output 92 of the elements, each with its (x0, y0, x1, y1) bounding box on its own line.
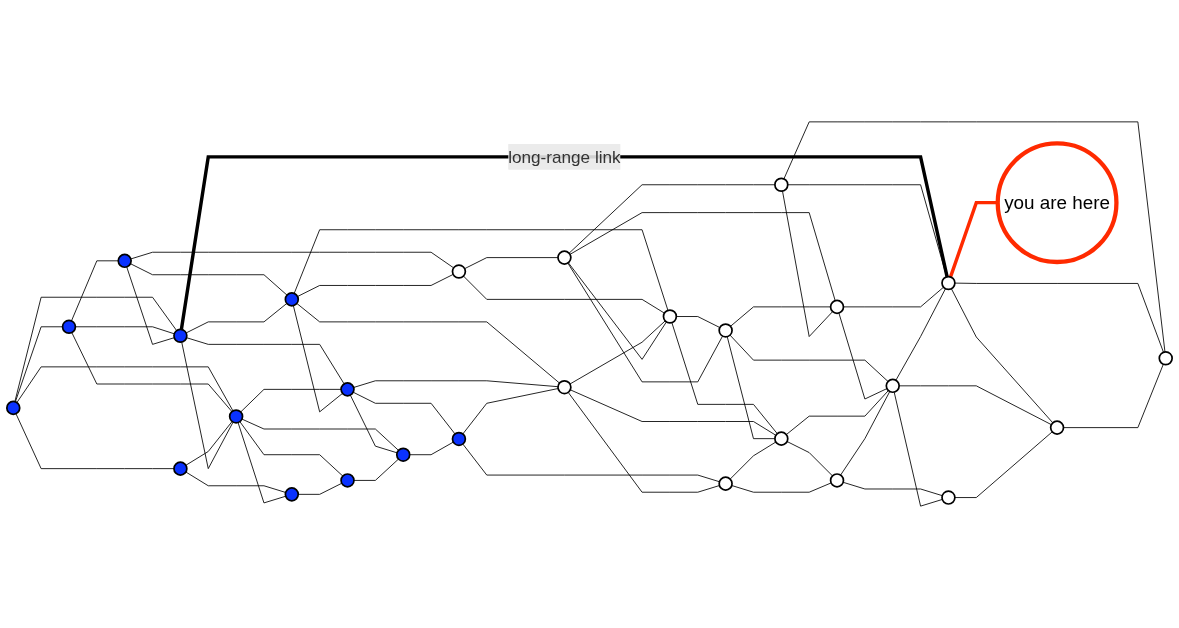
connector (130, 263, 288, 296)
connector (463, 275, 665, 314)
node-circle (117, 253, 132, 269)
connector (71, 260, 119, 322)
connector (240, 388, 342, 413)
connector (726, 336, 776, 440)
connector (950, 288, 1054, 424)
node-circle (662, 309, 678, 324)
connector (14, 296, 178, 403)
connector (237, 422, 287, 504)
connector (569, 389, 777, 436)
connector (409, 441, 454, 456)
node-circle (451, 431, 467, 447)
connector (1063, 363, 1164, 429)
connector (130, 251, 455, 269)
connector (462, 388, 559, 435)
connector (297, 482, 343, 495)
node-circle (718, 476, 733, 491)
connector (186, 337, 345, 385)
connector (782, 190, 834, 337)
node-circle (173, 328, 188, 344)
connector (954, 282, 1164, 353)
connector (75, 326, 175, 335)
connector (185, 421, 233, 466)
connector (729, 334, 889, 382)
connector (840, 391, 891, 476)
connector (296, 303, 560, 384)
node-circle (557, 250, 572, 265)
connector (16, 366, 234, 412)
node-circle (829, 299, 845, 315)
node-circle (173, 461, 188, 476)
connector (675, 316, 721, 328)
connector (783, 121, 1166, 353)
connector (297, 273, 454, 297)
node-circle (941, 490, 956, 505)
node-circle (774, 177, 789, 193)
node-circle (774, 431, 789, 446)
connector (567, 391, 720, 493)
connector (838, 312, 888, 400)
connector (786, 441, 833, 477)
node-circle (829, 473, 845, 488)
connector (729, 441, 777, 480)
node-circle (451, 264, 467, 279)
connector (353, 458, 399, 481)
connector (15, 413, 175, 470)
connector (126, 266, 175, 345)
connector (352, 391, 456, 435)
connector (292, 305, 343, 413)
connector (349, 394, 398, 454)
connector (893, 391, 943, 507)
connector (185, 303, 288, 334)
node-circle (340, 473, 355, 488)
connector (241, 418, 399, 451)
connector (293, 229, 669, 311)
connector (353, 380, 559, 388)
connector (567, 262, 723, 383)
node-circle (284, 487, 300, 502)
node-circle (941, 275, 956, 291)
connector (567, 262, 667, 360)
connector (569, 212, 836, 302)
node-circle (6, 400, 21, 416)
connector (568, 184, 776, 254)
node-circle (557, 379, 572, 395)
node-circle (885, 378, 900, 394)
connector (239, 421, 344, 477)
node-circle (718, 323, 733, 338)
connector (898, 385, 1052, 426)
connector (895, 288, 946, 381)
connector (179, 155, 949, 330)
connector (730, 306, 832, 327)
node-circle (284, 292, 300, 307)
connector (462, 443, 720, 483)
node-circle: you are here (995, 141, 1119, 265)
connector (464, 257, 559, 270)
connector (954, 431, 1053, 498)
connector (843, 286, 944, 308)
connector (731, 482, 832, 493)
node-circle (228, 409, 244, 424)
connector (569, 320, 666, 385)
edge-label: long-range link (508, 147, 621, 167)
connector (842, 481, 943, 497)
node-circle (1158, 351, 1173, 366)
connector (185, 471, 287, 493)
connector (14, 326, 63, 403)
connector (785, 390, 889, 436)
connector (71, 332, 233, 412)
node-circle (1049, 420, 1065, 435)
node-circle (340, 382, 355, 397)
connector (181, 341, 234, 470)
node-circle (61, 319, 77, 335)
connector (671, 322, 778, 435)
node-circle (395, 447, 411, 462)
